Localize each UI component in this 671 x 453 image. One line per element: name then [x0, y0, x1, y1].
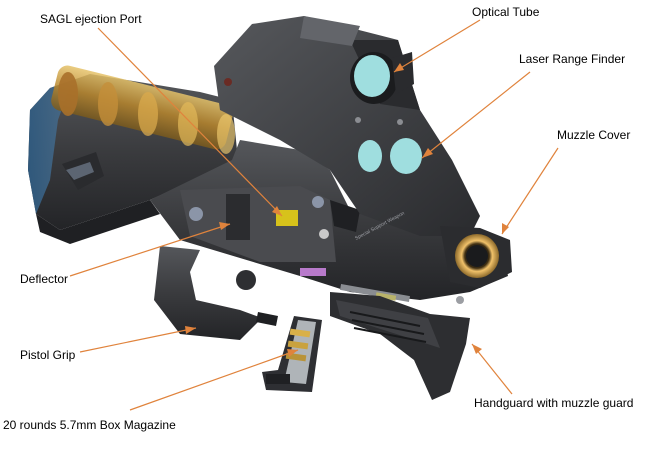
arrowhead-laser-range-finder — [422, 148, 433, 158]
arrowhead-magazine — [287, 349, 298, 357]
arrowhead-pistol-grip — [185, 326, 196, 334]
muzzle — [440, 226, 512, 304]
leader-line-deflector — [69, 223, 231, 277]
handguard — [330, 292, 470, 400]
laser-lens-right — [390, 138, 422, 174]
slide-rod — [300, 268, 410, 303]
leader-lines — [69, 19, 559, 411]
pistol-grip — [154, 246, 278, 340]
label-sagl-ejection-port: SAGL ejection Port — [40, 12, 142, 26]
label-optical-tube: Optical Tube — [472, 5, 540, 19]
label-laser-range-finder: Laser Range Finder — [519, 52, 626, 66]
label-pistol-grip: Pistol Grip — [20, 348, 76, 362]
leader-line-muzzle-cover — [501, 147, 559, 235]
label-magazine: 20 rounds 5.7mm Box Magazine — [3, 418, 176, 432]
leader-line-optical-tube — [393, 19, 481, 73]
label-deflector: Deflector — [20, 272, 69, 286]
arrowheads — [185, 63, 509, 357]
arrowhead-handguard — [472, 344, 482, 354]
receiver — [150, 140, 508, 300]
label-muzzle-cover: Muzzle Cover — [557, 128, 631, 142]
leader-line-magazine — [129, 349, 299, 411]
arrowhead-deflector — [219, 222, 230, 230]
stock-ammunition — [51, 65, 235, 154]
label-handguard: Handguard with muzzle guard — [474, 396, 634, 410]
optical-tube-lens — [354, 55, 390, 97]
leader-line-pistol-grip — [79, 327, 197, 353]
arrowhead-sagl-port — [272, 206, 282, 216]
arrowhead-optical-tube — [394, 63, 404, 72]
leader-line-sagl-port — [97, 27, 283, 217]
leader-line-laser-range-finder — [421, 71, 531, 159]
leader-line-handguard — [471, 343, 513, 395]
arrowhead-muzzle-cover — [502, 223, 509, 234]
laser-lens-left — [358, 140, 382, 172]
